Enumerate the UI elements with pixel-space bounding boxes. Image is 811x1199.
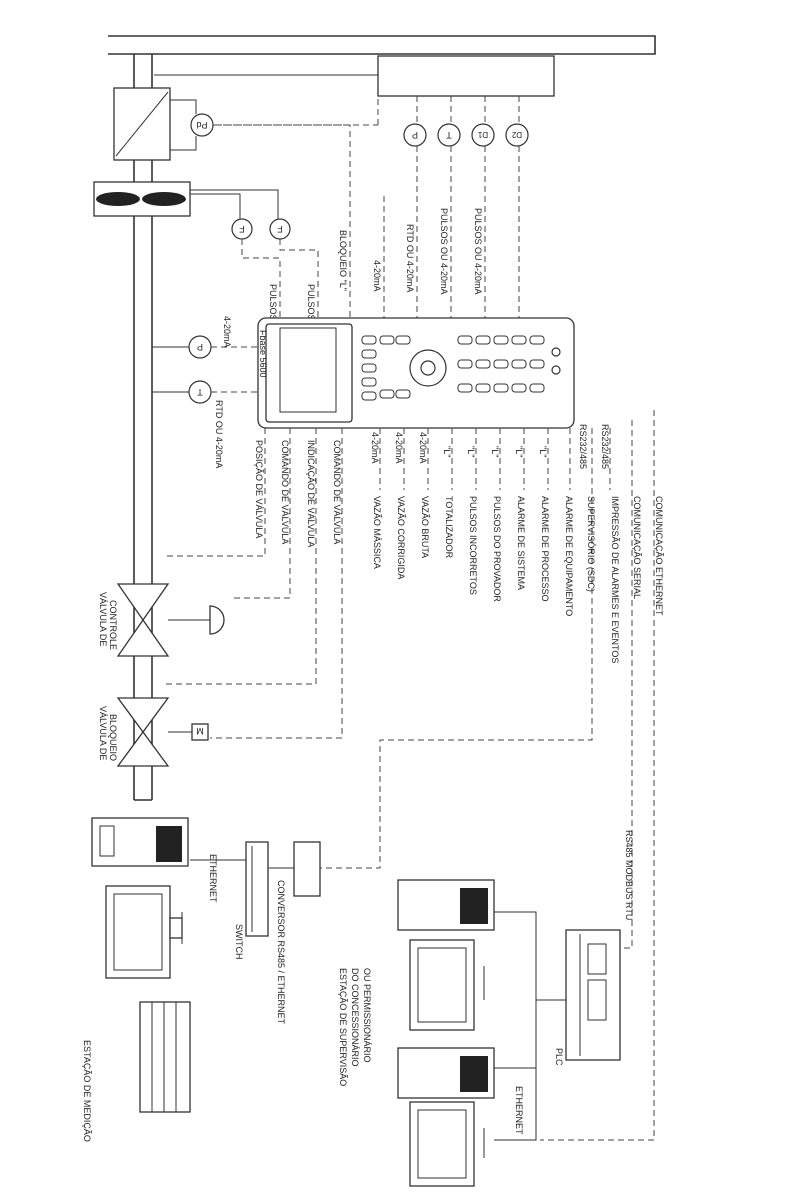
out-name-5: PULSOS INCORRETOS <box>468 496 478 595</box>
rs485-converter <box>293 841 321 897</box>
plc-unit <box>565 929 621 1061</box>
flow-transmitter-2: F <box>269 218 291 240</box>
turbine-meter <box>93 181 191 217</box>
supervision-computer-2 <box>397 1047 495 1187</box>
network-switch <box>245 841 269 937</box>
out-sig-2: 4-20mA <box>394 432 404 464</box>
pd-instrument: Pd <box>190 113 214 137</box>
switch-label: SWITCH <box>234 924 244 960</box>
flow-computer: Fbase 5600 <box>257 317 575 429</box>
pressure-transmitter: P <box>188 335 212 359</box>
out-name-9: ALARME DE EQUIPAMENTO <box>564 496 574 616</box>
out-sig-1: 4-20mA <box>370 432 380 464</box>
out-sig-8: "L" <box>538 446 548 457</box>
plc-label: PLC <box>554 1048 564 1066</box>
out-sig-3: 4-20mA <box>418 432 428 464</box>
temperature-transmitter: T <box>188 380 212 404</box>
control-valve-label: VÁLVULA DE CONTROLE <box>98 592 118 650</box>
supervision-computer-1 <box>397 879 495 1031</box>
input-label-pulsos-ou-2: PULSOS OU 4-20mA <box>473 208 483 295</box>
input-label-bloqueio: BLOQUEIO "L" <box>338 230 348 291</box>
control-valve-line1: VÁLVULA DE <box>98 592 108 646</box>
valve-signal-posicao: POSIÇÃO DE VÁLVULA <box>254 440 264 538</box>
supervision-station-label: ESTAÇÃO DE SUPERVISÃO DO CONCESSIONÁRIO … <box>338 968 372 1086</box>
out-name-2: VAZÃO CORRIGIDA <box>396 496 406 579</box>
converter-label: CONVERSOR RS485 / ETHERNET <box>276 880 286 1025</box>
out-name-1: VAZÃO MÁSSICA <box>372 496 382 569</box>
flow-transmitter-1: F <box>231 218 253 240</box>
top-instruments: P T D1 D2 <box>403 123 529 147</box>
valve-signal-comando-1: COMANDO DE VÁLVULA <box>280 440 290 544</box>
valve-signal-indicacao: INDICAÇÃO DE VÁLVULA <box>306 440 316 547</box>
valve-signal-labels: POSIÇÃO DE VÁLVULA COMANDO DE VÁLVULA IN… <box>254 440 342 547</box>
p-label: P <box>197 342 203 352</box>
out-sig-4: "L" <box>442 446 452 457</box>
measurement-station-label: ESTAÇÃO DE MEDIÇÃO <box>82 1040 92 1142</box>
measurement-station-printer <box>139 1001 191 1113</box>
out-name-13: COMUNICAÇÃO ETHERNET <box>654 496 664 616</box>
instrument-d2-label: D2 <box>511 130 522 139</box>
t-input-label: RTD OU 4-20mA <box>214 400 224 468</box>
input-label-rtd: RTD OU 4-20mA <box>405 224 415 292</box>
flow-label-1: F <box>239 224 245 234</box>
out-name-3: VAZÃO BRUTA <box>420 496 430 558</box>
block-valve-line1: VÁLVULA DE <box>98 706 108 760</box>
out-name-4: TOTALIZADOR <box>444 496 454 559</box>
out-sig-5: "L" <box>466 446 476 457</box>
valve-signal-comando-2: COMANDO DE VÁLVULA <box>332 440 342 544</box>
instrument-d1-label: D1 <box>477 130 488 139</box>
out-sig-10: RS232/485 <box>600 424 610 469</box>
t-label: T <box>197 387 203 397</box>
pd-label: Pd <box>196 120 207 130</box>
out-name-11: IMPRESSÃO DE ALARMES E EVENTOS <box>610 496 620 663</box>
output-signal-labels: 4-20mA 4-20mA 4-20mA "L" "L" "L" "L" "L"… <box>370 424 610 469</box>
device-brand: Fbase 5600 <box>258 330 268 378</box>
measurement-station-computer <box>91 817 189 979</box>
input-label-pulsos-ou-1: PULSOS OU 4-20mA <box>439 208 449 295</box>
output-name-labels: VAZÃO MÁSSICA VAZÃO CORRIGIDA VAZÃO BRUT… <box>372 496 664 663</box>
block-valve-label: VÁLVULA DE BLOQUEIO <box>98 706 118 761</box>
pipe-line <box>108 35 656 801</box>
device-keypad <box>361 335 561 401</box>
out-name-12: COMUNICAÇÃO SERIAL <box>632 496 642 599</box>
out-name-8: ALARME DE PROCESSO <box>540 496 550 602</box>
out-sig-9: RS232/485 <box>578 424 588 469</box>
input-label-4-20ma: 4-20mA <box>372 260 382 292</box>
control-valve-line2: CONTROLE <box>108 600 118 650</box>
supervision-line1: ESTAÇÃO DE SUPERVISÃO <box>338 968 348 1086</box>
control-valve <box>116 583 225 657</box>
input-label-pulsos-a: PULSOS A <box>268 284 278 329</box>
out-name-10: SUPERVISÓRIO (SDC) <box>586 496 596 592</box>
rs485-label: RS485 MODBUS RTU <box>624 830 634 920</box>
block-valve: M <box>116 697 209 767</box>
top-control-box <box>377 55 555 97</box>
out-sig-6: "L" <box>490 446 500 457</box>
supervision-line3: OU PERMISSIONÁRIO <box>362 968 372 1063</box>
flow-label-2: F <box>277 224 283 234</box>
instrument-t-label: T <box>446 130 452 140</box>
ethernet-2-label: ETHERNET <box>514 1086 524 1135</box>
meter-box <box>113 87 171 161</box>
top-input-labels: PULSOS A PULSOS B BLOQUEIO "L" 4-20mA RT… <box>268 208 483 329</box>
ethernet-1-label: ETHERNET <box>208 854 218 903</box>
motor-label: M <box>196 726 204 736</box>
input-label-pulsos-b: PULSOS B <box>306 284 316 329</box>
block-valve-line2: BLOQUEIO <box>108 714 118 761</box>
p-input-label: 4-20mA <box>222 316 232 348</box>
instrument-p-label: P <box>412 130 418 140</box>
out-sig-7: "L" <box>514 446 524 457</box>
out-name-6: PULSOS DO PROVADOR <box>492 496 502 602</box>
supervision-line2: DO CONCESSIONÁRIO <box>350 968 360 1067</box>
out-name-7: ALARME DE SISTEMA <box>516 496 526 590</box>
